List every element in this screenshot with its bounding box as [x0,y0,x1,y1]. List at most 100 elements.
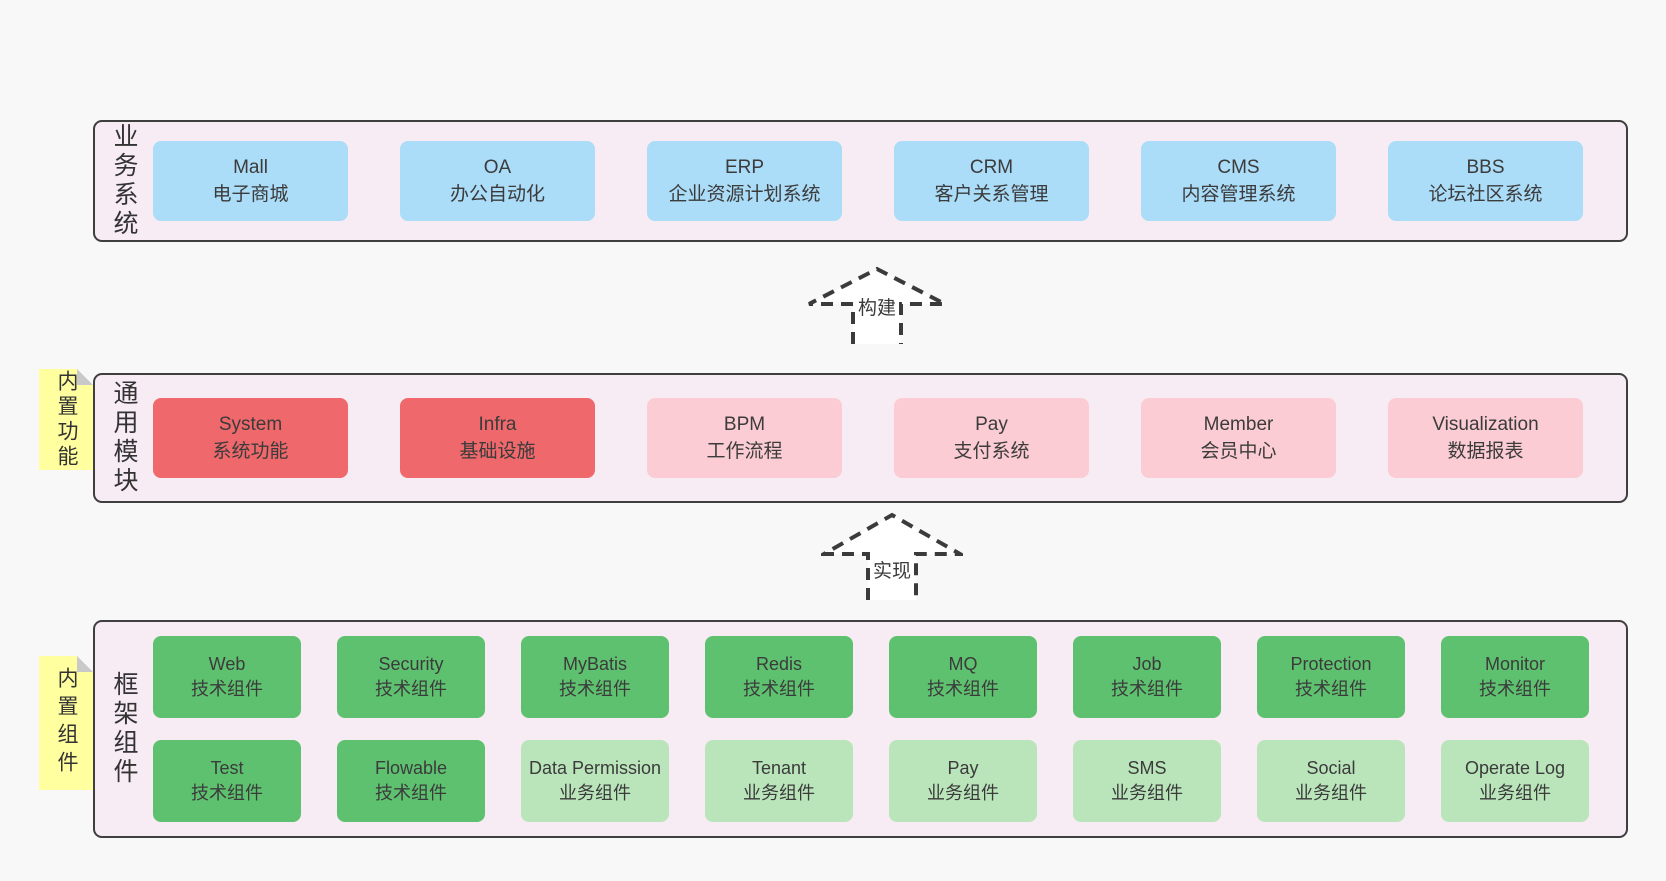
box-security: Security 技术组件 [337,636,485,718]
box-subtitle: 企业资源计划系统 [668,184,821,205]
box-subtitle: 技术组件 [191,783,263,803]
box-title: SMS [1127,758,1167,778]
box-subtitle: 支付系统 [953,441,1030,462]
box-pay-component: Pay 业务组件 [889,740,1037,822]
box-erp: ERP 企业资源计划系统 [647,141,842,221]
box-visualization: Visualization 数据报表 [1388,398,1583,478]
business-boxes: Mall 电子商城 OA 办公自动化 ERP 企业资源计划系统 CRM 客户关系… [153,122,1627,240]
box-mq: MQ 技术组件 [889,636,1037,718]
box-title: MyBatis [562,654,627,674]
box-redis: Redis 技术组件 [705,636,853,718]
box-subtitle: 技术组件 [375,679,447,699]
box-oa: OA 办公自动化 [400,141,595,221]
box-subtitle: 论坛社区系统 [1428,184,1543,205]
box-subtitle: 技术组件 [1479,679,1551,699]
box-cms: CMS 内容管理系统 [1141,141,1336,221]
box-sms: SMS 业务组件 [1073,740,1221,822]
band-framework-components: 框架组件 Web 技术组件 Security 技术组件 MyBatis 技术组件… [93,620,1628,838]
box-protection: Protection 技术组件 [1257,636,1405,718]
band-common-modules: 通用模块 System 系统功能 Infra 基础设施 BPM 工作流程 Pay… [93,373,1628,503]
box-title: Flowable [374,758,448,778]
box-title: Redis [755,654,803,674]
box-member: Member 会员中心 [1141,398,1336,478]
box-system: System 系统功能 [153,398,348,478]
box-subtitle: 会员中心 [1200,441,1277,462]
box-infra: Infra 基础设施 [400,398,595,478]
box-subtitle: 技术组件 [1111,679,1183,699]
box-test: Test 技术组件 [153,740,301,822]
box-job: Job 技术组件 [1073,636,1221,718]
band-business-label: 业务系统 [110,123,138,239]
box-pay-system: Pay 支付系统 [894,398,1089,478]
box-title: MQ [948,654,978,674]
box-title: Tenant [751,758,807,778]
box-subtitle: 电子商城 [212,184,289,205]
box-title: Operate Log [1464,758,1566,778]
arrow-build-label: 构建 [854,293,900,320]
box-title: Mall [233,157,268,178]
box-crm: CRM 客户关系管理 [894,141,1089,221]
box-title: Social [1306,758,1356,778]
box-title: Web [208,654,246,674]
box-social: Social 业务组件 [1257,740,1405,822]
box-monitor: Monitor 技术组件 [1441,636,1589,718]
box-tenant: Tenant 业务组件 [705,740,853,822]
box-subtitle: 技术组件 [1295,679,1367,699]
box-title: OA [483,157,512,178]
band-modules-label: 通用模块 [110,380,138,496]
box-subtitle: 技术组件 [559,679,631,699]
box-subtitle: 技术组件 [927,679,999,699]
box-mybatis: MyBatis 技术组件 [521,636,669,718]
box-subtitle: 技术组件 [191,679,263,699]
box-subtitle: 业务组件 [1479,783,1551,803]
box-title: Visualization [1432,414,1539,435]
box-title: System [218,414,283,435]
box-title: Security [378,654,444,674]
arrow-implement: 实现 [821,512,963,600]
box-subtitle: 基础设施 [459,441,536,462]
box-subtitle: 技术组件 [743,679,815,699]
box-bbs: BBS 论坛社区系统 [1388,141,1583,221]
sticky-note-builtin-features: 内置功能 [39,369,93,470]
module-boxes: System 系统功能 Infra 基础设施 BPM 工作流程 Pay 支付系统… [153,375,1627,501]
box-subtitle: 数据报表 [1447,441,1524,462]
box-title: Infra [478,414,517,435]
box-title: Member [1203,414,1274,435]
band-components-label: 框架组件 [110,671,138,787]
box-subtitle: 业务组件 [927,783,999,803]
band-business-systems: 业务系统 Mall 电子商城 OA 办公自动化 ERP 企业资源计划系统 CRM… [93,120,1628,242]
box-title: Protection [1290,654,1372,674]
box-title: BPM [723,414,766,435]
box-subtitle: 办公自动化 [449,184,545,205]
arrow-build: 构建 [806,266,948,344]
box-web: Web 技术组件 [153,636,301,718]
box-title: Monitor [1484,654,1546,674]
box-subtitle: 客户关系管理 [934,184,1049,205]
box-mall: Mall 电子商城 [153,141,348,221]
box-data-permission: Data Permission 业务组件 [521,740,669,822]
box-title: ERP [724,157,765,178]
box-subtitle: 业务组件 [1295,783,1367,803]
box-flowable: Flowable 技术组件 [337,740,485,822]
box-bpm: BPM 工作流程 [647,398,842,478]
component-boxes: Web 技术组件 Security 技术组件 MyBatis 技术组件 Redi… [153,622,1626,836]
arrow-implement-label: 实现 [869,556,915,583]
box-subtitle: 技术组件 [375,783,447,803]
box-operate-log: Operate Log 业务组件 [1441,740,1589,822]
box-subtitle: 工作流程 [706,441,783,462]
box-title: Data Permission [528,758,662,778]
box-subtitle: 业务组件 [559,783,631,803]
box-subtitle: 业务组件 [743,783,815,803]
box-title: BBS [1466,157,1505,178]
box-title: Pay [975,414,1008,435]
box-subtitle: 业务组件 [1111,783,1183,803]
sticky-note-label: 内置组件 [55,667,78,779]
sticky-note-label: 内置功能 [55,369,78,470]
box-title: CRM [969,157,1014,178]
box-title: CMS [1217,157,1260,178]
box-subtitle: 系统功能 [212,441,289,462]
box-subtitle: 内容管理系统 [1181,184,1296,205]
box-title: Pay [947,758,979,778]
box-title: Test [210,758,244,778]
sticky-note-builtin-components: 内置组件 [39,656,93,790]
